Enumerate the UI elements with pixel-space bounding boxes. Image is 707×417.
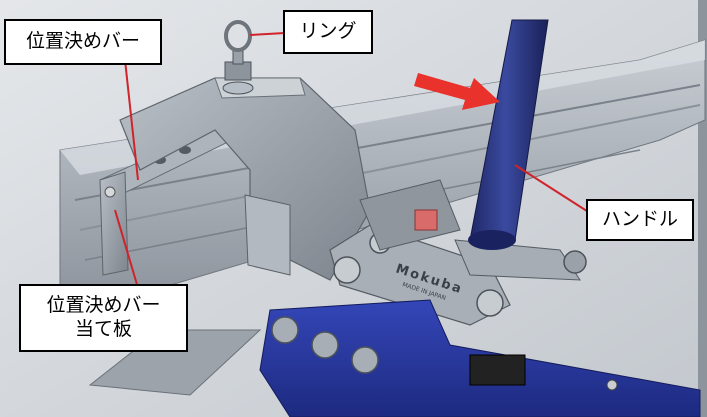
ring-bolt-ring: [224, 20, 252, 52]
link-bolt-left: [333, 256, 361, 284]
label-plate-line1: 位置決めバー: [46, 294, 161, 317]
leader-handle: [514, 164, 591, 214]
label-positioning-bar-text: 位置決めバー: [25, 30, 140, 53]
label-ring: リング: [283, 10, 373, 54]
label-positioning-bar: 位置決めバー: [4, 19, 162, 65]
stopper-plate-screw: [104, 186, 116, 198]
stopper-plate: [99, 171, 129, 276]
handle-tube-base: [468, 230, 516, 250]
frame-edge: [698, 0, 707, 417]
ring-bolt-nut: [224, 61, 252, 81]
base-bolt-1: [271, 316, 299, 344]
rail-groove-1: [74, 84, 701, 201]
link-bolt-right: [476, 289, 504, 317]
label-positioning-bar-plate: 位置決めバー 当て板: [19, 284, 188, 352]
pivot-block: [359, 179, 461, 251]
base-small-bolt: [606, 379, 618, 391]
push-arrow: [414, 73, 500, 110]
ring-bolt-stem: [232, 49, 244, 65]
leader-positioning-bar: [124, 59, 139, 181]
base-bolt-2: [311, 331, 339, 359]
rail-groove-2: [79, 104, 701, 231]
pivot-spring: [414, 209, 438, 231]
base-clamp-block: [469, 354, 526, 386]
bracket-side-window: [244, 194, 291, 276]
label-handle-text: ハンドル: [601, 208, 678, 231]
ring-bolt-washer: [222, 81, 254, 95]
label-plate-line2: 当て板: [74, 318, 132, 340]
leader-plate: [114, 209, 139, 289]
label-handle: ハンドル: [586, 199, 694, 241]
lever-arm: [454, 239, 581, 281]
base-bolt-3: [351, 346, 379, 374]
leader-ring: [249, 32, 286, 36]
lever-end-nut: [563, 250, 587, 274]
label-ring-text: リング: [299, 20, 357, 43]
